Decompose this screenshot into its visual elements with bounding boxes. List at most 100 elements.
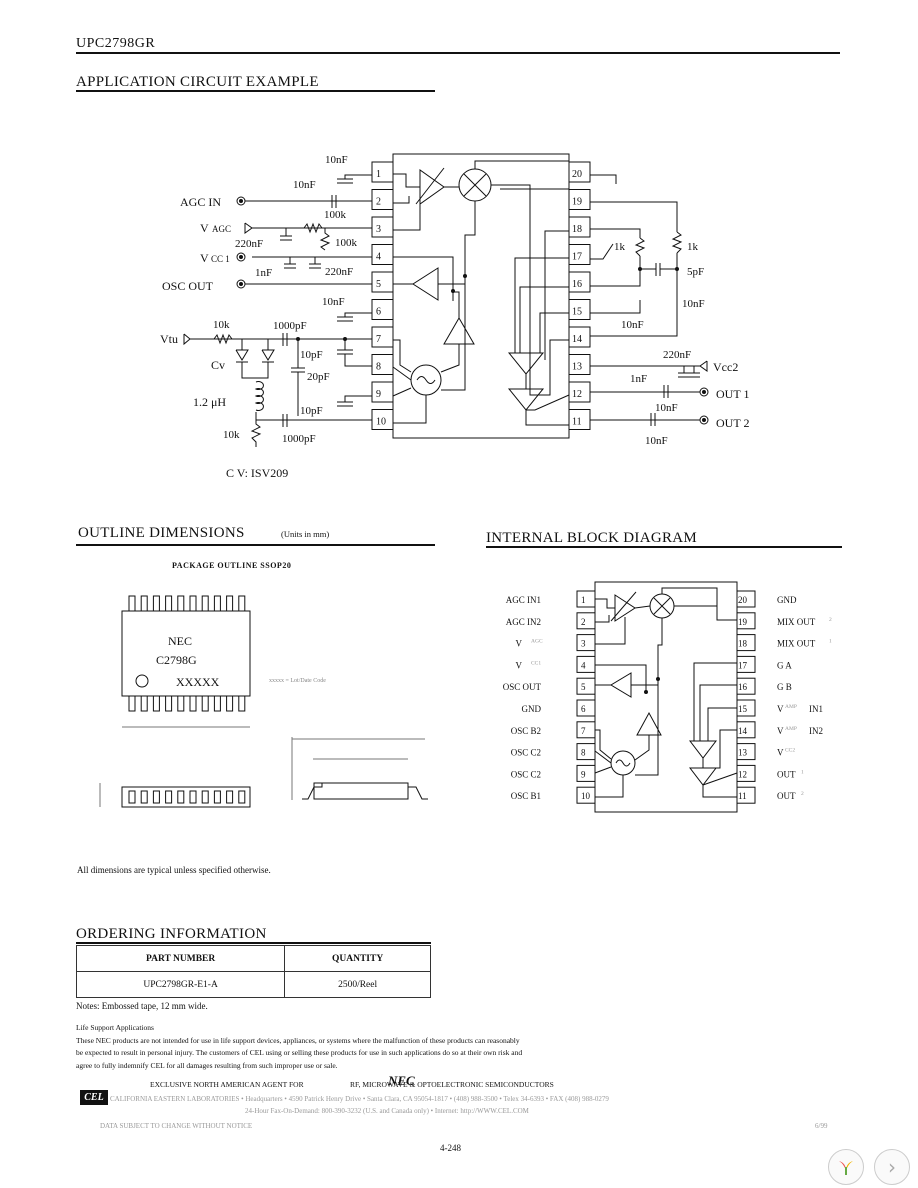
application-circuit-diagram: AGC IN V AGC V CC 1 OSC OUT Vtu Cv 1.2 μ… [160, 153, 749, 480]
package-pin-side [128, 790, 136, 804]
cap-label: 20pF [307, 371, 330, 383]
block-left-label: OSC OUT [503, 682, 542, 692]
package-pin-side [140, 790, 148, 804]
package-pin-bottom [226, 695, 234, 712]
block-left-label: OSC B1 [511, 791, 541, 801]
res-label: 10k [213, 319, 230, 331]
pin-number: 13 [738, 748, 748, 758]
pin-number: 11 [738, 791, 747, 801]
block-left-label: GND [522, 704, 542, 714]
ic-pin-right [568, 189, 591, 210]
block-right-label: G A [777, 660, 792, 670]
pin-number: 14 [738, 726, 748, 736]
viewer-logo-button[interactable] [828, 1149, 864, 1185]
block-left-label: AGC IN2 [506, 617, 541, 627]
block-right-label: V [777, 748, 784, 758]
ic-pin-right [568, 271, 591, 293]
label-out1: OUT 1 [716, 387, 749, 401]
outline-title: OUTLINE DIMENSIONS [78, 525, 245, 541]
pin-number: 4 [376, 252, 381, 263]
outline-note: All dimensions are typical unless specif… [77, 865, 271, 875]
pin-number: 13 [572, 362, 582, 373]
pin-number: 1 [376, 169, 381, 180]
block-left-label: V [516, 639, 523, 649]
ordering-title: ORDERING INFORMATION [76, 926, 267, 942]
outline-units: (Units in mm) [281, 529, 330, 539]
app-circuit-rule [76, 90, 435, 92]
ic-pin-left [371, 354, 394, 375]
pin-number: 12 [738, 769, 747, 779]
block-right-label: V [777, 726, 784, 736]
pin-number: 9 [376, 389, 381, 400]
block-right-label: MIX OUT [777, 639, 816, 649]
pin-number: 8 [581, 748, 586, 758]
block-right-sub: 1 [829, 639, 832, 645]
life-support-heading: Life Support Applications [76, 1023, 154, 1032]
block-pin-left [576, 699, 596, 717]
label-osc-out: OSC OUT [162, 279, 214, 293]
label-vagc-v: V [200, 221, 209, 235]
pin-number: 8 [376, 362, 381, 373]
package-pin-bottom [152, 695, 160, 712]
pin-number: 18 [738, 639, 748, 649]
pin-number: 20 [738, 595, 748, 605]
ic-pin-left [371, 161, 394, 183]
outline-rule [76, 544, 435, 546]
label-vtu: Vtu [160, 332, 178, 346]
order-header-part: PART NUMBER [75, 945, 286, 972]
ic-pin-left [371, 216, 394, 238]
ordering-rule [76, 942, 431, 944]
order-header-qty: QUANTITY [284, 945, 431, 972]
ic-pin-right [568, 326, 591, 348]
package-pin-side [213, 790, 221, 804]
cap-label: 1000pF [282, 433, 316, 445]
cap-label: 10pF [300, 405, 323, 417]
res-label: 1k [614, 241, 626, 253]
block-left-label: OSC B2 [511, 726, 541, 736]
package-pin-side [189, 790, 197, 804]
label-out2: OUT 2 [716, 416, 749, 430]
pin-number: 5 [376, 279, 381, 290]
block-pin-right [736, 786, 756, 804]
cap-label: 10pF [300, 349, 323, 361]
block-right-extra: IN1 [809, 704, 823, 714]
ic-pin-right [568, 161, 591, 183]
package-pin-bottom [238, 695, 246, 712]
ic-pin-left [371, 381, 394, 403]
lot-note: xxxxx = Lot/Date Code [269, 678, 326, 684]
block-pin-right [736, 590, 756, 608]
block-pin-right [736, 677, 756, 695]
label-vcc1-v: V [200, 251, 209, 265]
package-pin-top [238, 595, 246, 612]
footer-agent: EXCLUSIVE NORTH AMERICAN AGENT FOR [150, 1080, 304, 1089]
pin-number: 6 [376, 307, 381, 318]
package-pin-top [201, 595, 209, 612]
package-pin-side [177, 790, 185, 804]
package-label: PACKAGE OUTLINE SSOP20 [172, 561, 292, 570]
block-right-sub: 2 [829, 617, 832, 623]
pin-number: 14 [572, 334, 582, 345]
block-pin-left [576, 677, 596, 695]
ic-pin-right [568, 299, 591, 320]
footer-date: 6/99 [815, 1122, 828, 1130]
app-circuit-title: APPLICATION CIRCUIT EXAMPLE [76, 74, 319, 90]
block-right-sub: 1 [801, 769, 804, 775]
block-pin-right [736, 612, 756, 630]
package-pin-side [165, 790, 173, 804]
ic-pin-left [371, 326, 394, 348]
label-inductor: 1.2 μH [193, 395, 226, 409]
next-page-button[interactable]: › [874, 1149, 910, 1185]
pin-number: 9 [581, 769, 586, 779]
pin-number: 5 [581, 682, 586, 692]
package-pin-top [226, 595, 234, 612]
life-support-line: These NEC products are not intended for … [76, 1035, 520, 1045]
page-number: 4-248 [440, 1143, 461, 1153]
cap-label: 220nF [235, 238, 263, 250]
block-pin-right [736, 634, 756, 652]
package-pin-bottom [128, 695, 136, 712]
pin-number: 17 [738, 660, 748, 670]
label-cv-part: C V: ISV209 [226, 466, 288, 480]
package-pin-top [177, 595, 185, 612]
block-diagram-title: INTERNAL BLOCK DIAGRAM [486, 530, 698, 546]
